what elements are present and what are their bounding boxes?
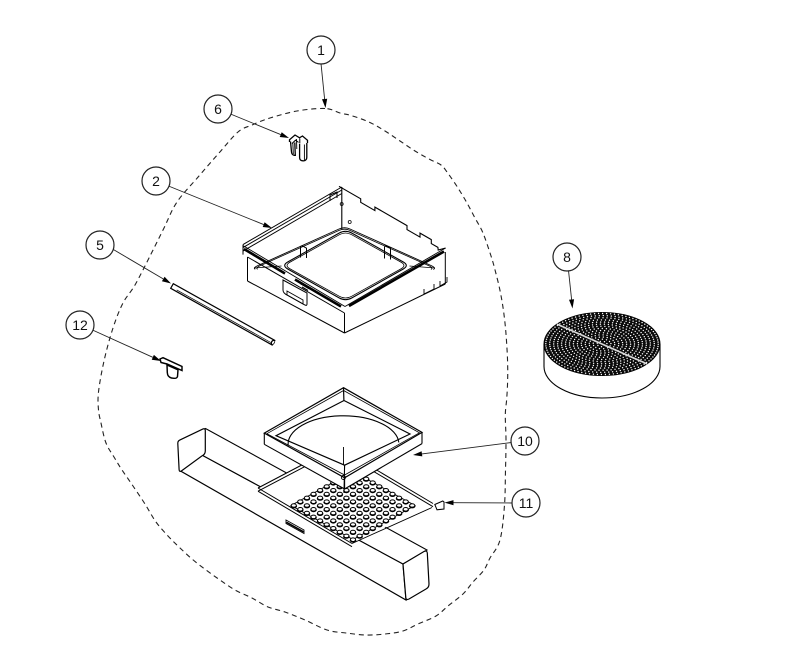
svg-text:8: 8 <box>563 249 571 265</box>
svg-text:2: 2 <box>152 173 160 189</box>
svg-text:6: 6 <box>214 101 222 117</box>
svg-text:1: 1 <box>317 42 325 58</box>
svg-text:10: 10 <box>517 433 533 449</box>
svg-text:12: 12 <box>72 317 88 333</box>
svg-text:11: 11 <box>519 495 534 511</box>
svg-text:5: 5 <box>96 237 104 253</box>
